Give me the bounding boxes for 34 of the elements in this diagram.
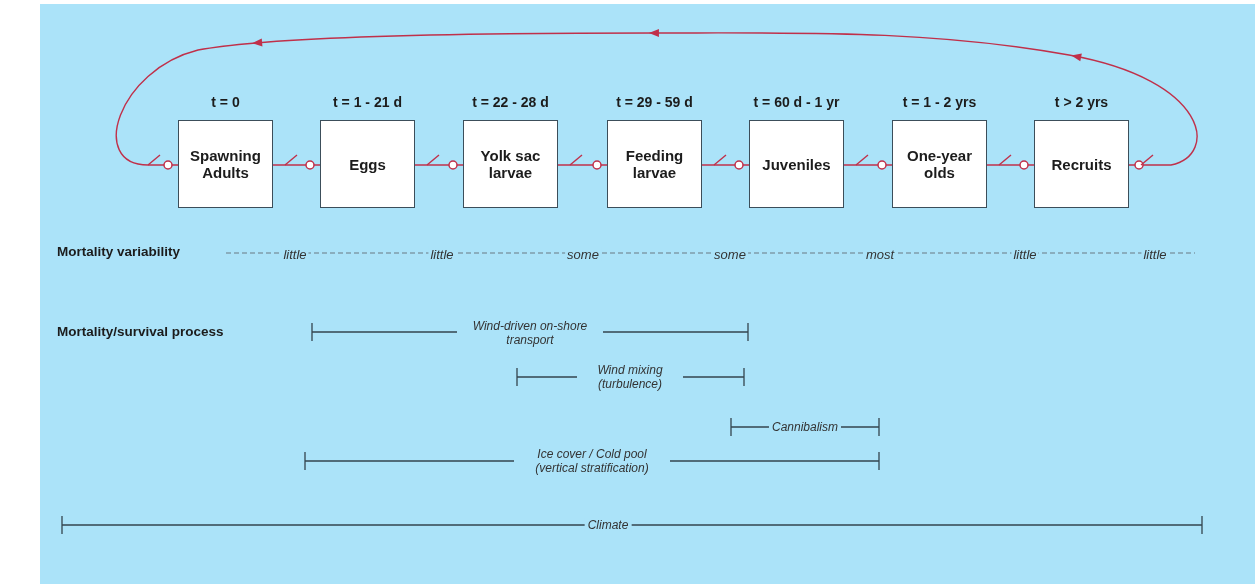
stage-box	[320, 120, 415, 208]
connector	[557, 160, 608, 170]
stage-label: Yolk sac larvae	[479, 147, 542, 181]
time-label: t > 2 yrs	[1054, 94, 1109, 110]
connector	[986, 160, 1035, 170]
stage-box	[892, 120, 987, 208]
time-label: t = 1 - 2 yrs	[902, 94, 977, 110]
time-label: t = 60 d - 1 yr	[753, 94, 840, 110]
time-label: t = 22 - 28 d	[472, 94, 549, 110]
stage-label: Eggs	[349, 155, 386, 173]
time-label: t = 1 - 21 d	[333, 94, 402, 110]
row-heading: Mortality/survival process	[57, 324, 224, 339]
stage-box	[463, 120, 558, 208]
connector	[414, 160, 464, 170]
stage-label: Spawning Adults	[189, 147, 262, 181]
stage-box	[1034, 120, 1129, 208]
connector	[843, 160, 893, 170]
stage-label: Feeding larvae	[624, 147, 685, 181]
process-label: Ice cover / Cold pool (vertical stratification)	[514, 447, 670, 475]
connector	[272, 160, 321, 170]
stage-label: One-year olds	[905, 147, 973, 181]
stage-box	[749, 120, 844, 208]
connector	[701, 160, 750, 170]
row-heading: Mortality variability	[57, 244, 181, 259]
process-label: Climate	[584, 518, 632, 532]
time-label: t = 0	[211, 94, 240, 110]
process-label: Cannibalism	[769, 420, 841, 434]
stage-box	[178, 120, 273, 208]
stage-label: Juveniles	[762, 155, 831, 173]
process-label: Wind-driven on-shore transport	[457, 319, 603, 347]
process-label: Wind mixing (turbulence)	[577, 363, 683, 391]
stage-label: Recruits	[1051, 155, 1112, 173]
stage-box	[607, 120, 702, 208]
time-label: t = 29 - 59 d	[616, 94, 693, 110]
